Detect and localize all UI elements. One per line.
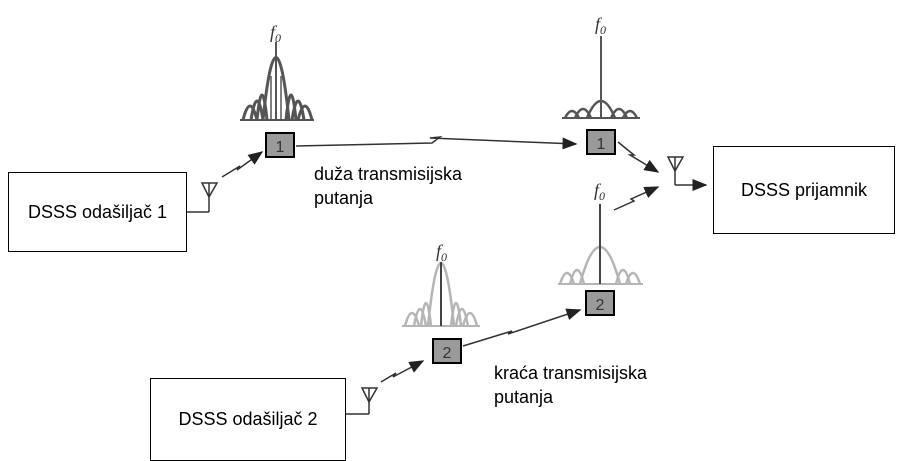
radio-link-tx2-icon — [380, 360, 425, 383]
marker-label: 2 — [596, 297, 605, 314]
short-path-line — [462, 308, 582, 347]
short-path-label: kraća transmisijska putanja — [494, 361, 647, 409]
frequency-label: f0 — [594, 180, 605, 203]
transmitter-2-box: DSSS odašiljač 2 — [150, 378, 346, 461]
spectrum-tx1-received — [562, 36, 640, 119]
spectrum-tx2-strong — [402, 261, 480, 327]
frequency-label: f0 — [270, 22, 281, 45]
frequency-label: f0 — [436, 241, 447, 264]
spectrum-tx2-received — [558, 204, 643, 285]
signal-marker-2-rx: 2 — [585, 290, 615, 316]
short-path-label-line2: putanja — [494, 387, 554, 407]
transmitter-1-label: DSSS odašiljač 1 — [27, 201, 168, 222]
rx-link-path1-icon — [617, 141, 660, 173]
long-path-label-line2: putanja — [314, 188, 374, 208]
receiver-box: DSSS prijamnik — [713, 146, 895, 234]
transmitter-1-box: DSSS odašiljač 1 — [8, 172, 187, 252]
transmitter-2-label: DSSS odašiljač 2 — [178, 409, 318, 429]
signal-marker-1-rx: 1 — [586, 129, 616, 155]
spectrum-tx1-strong — [240, 42, 314, 121]
long-path-line — [295, 135, 578, 150]
radio-link-tx1-icon — [221, 151, 264, 178]
marker-label: 1 — [597, 136, 606, 153]
signal-marker-2-tx: 2 — [432, 338, 462, 364]
signal-marker-1-tx: 1 — [265, 132, 295, 158]
marker-label: 1 — [276, 139, 285, 156]
antenna-tx1-icon — [186, 182, 219, 213]
antenna-tx2-icon — [345, 387, 379, 415]
antenna-receiver-icon — [666, 156, 708, 191]
short-path-label-line1: kraća transmisijska — [494, 363, 648, 383]
rx-link-path2-icon — [613, 186, 660, 211]
receiver-label: DSSS prijamnik — [740, 179, 868, 200]
long-path-label-line1: duža transmisijska — [314, 164, 463, 184]
marker-label: 2 — [443, 345, 452, 362]
frequency-label: f0 — [595, 14, 606, 37]
long-path-label: duža transmisijska putanja — [314, 162, 462, 210]
